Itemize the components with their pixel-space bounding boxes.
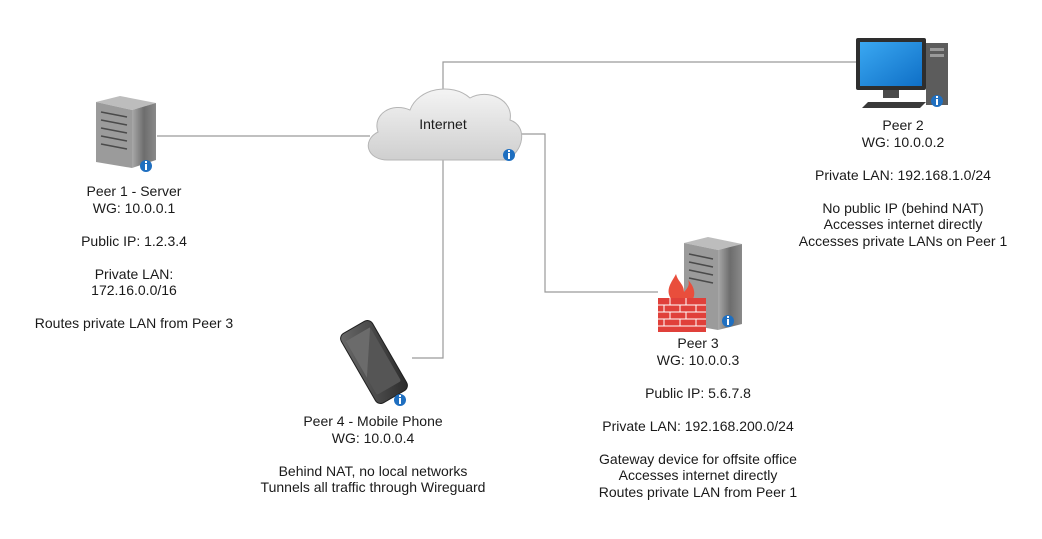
peer2-line: Private LAN: 192.168.1.0/24 [815, 166, 991, 183]
peer4-line: WG: 10.0.0.4 [331, 429, 415, 446]
peer3-line: Private LAN: 192.168.200.0/24 [602, 417, 794, 434]
peer3-line: WG: 10.0.0.3 [656, 351, 740, 368]
peer2-line: Accesses private LANs on Peer 1 [798, 232, 1008, 249]
peer1-line: 172.16.0.0/16 [91, 282, 177, 298]
peer4-line: Peer 4 - Mobile Phone [303, 413, 443, 429]
peer2-line: No public IP (behind NAT) [822, 199, 984, 216]
peer1-line: WG: 10.0.0.1 [92, 199, 176, 216]
peer2-line: WG: 10.0.0.2 [861, 133, 945, 150]
peer3-line: Gateway device for offsite office [599, 450, 797, 467]
internet-label-text: Internet [419, 116, 467, 132]
peer1-line: Private LAN: [94, 265, 174, 282]
info-icon [503, 149, 515, 161]
info-icon [722, 315, 734, 327]
info-icon [931, 95, 943, 107]
peer3-line [599, 401, 797, 418]
info-icon [394, 394, 406, 406]
peer3-line: Public IP: 5.6.7.8 [645, 384, 751, 401]
peer1-line [35, 249, 233, 266]
internet-label: Internet [419, 116, 466, 133]
info-icon [140, 160, 152, 172]
peer1-line: Routes private LAN from Peer 3 [34, 315, 234, 331]
peer2-line: Peer 2 [882, 117, 924, 133]
peer2-line [799, 183, 1008, 200]
desktop-computer-icon [856, 38, 948, 108]
peer1-line [35, 299, 233, 316]
peer1-label: Peer 1 - Server WG: 10.0.0.1 Public IP: … [35, 183, 233, 332]
peer3-line [599, 434, 797, 451]
server-icon [96, 96, 156, 172]
peer3-line [599, 368, 797, 385]
internet-cloud-icon [367, 88, 523, 161]
firewall-server-icon [658, 237, 742, 332]
peer4-line: Tunnels all traffic through Wireguard [260, 479, 486, 495]
peer4-label: Peer 4 - Mobile Phone WG: 10.0.0.4 Behin… [261, 413, 486, 496]
peer2-line [799, 150, 1008, 167]
peer1-line: Public IP: 1.2.3.4 [81, 232, 187, 249]
connector-peer2-internet [442, 61, 856, 92]
peer1-line: Peer 1 - Server [86, 183, 182, 199]
connectors [157, 61, 856, 359]
peer2-line: Accesses internet directly [823, 216, 983, 232]
connector-peer4-internet [412, 158, 444, 359]
peer3-line: Accesses internet directly [618, 467, 778, 483]
peer3-line: Routes private LAN from Peer 1 [598, 483, 798, 500]
peer3-line: Peer 3 [677, 335, 719, 351]
peer1-line [35, 216, 233, 233]
peer3-label: Peer 3 WG: 10.0.0.3 Public IP: 5.6.7.8 P… [599, 335, 797, 500]
connector-peer3-internet [518, 133, 658, 293]
peer2-label: Peer 2 WG: 10.0.0.2 Private LAN: 192.168… [799, 117, 1008, 249]
mobile-phone-icon [340, 320, 408, 406]
peer4-line: Behind NAT, no local networks [278, 462, 468, 479]
peer4-line [261, 446, 486, 463]
